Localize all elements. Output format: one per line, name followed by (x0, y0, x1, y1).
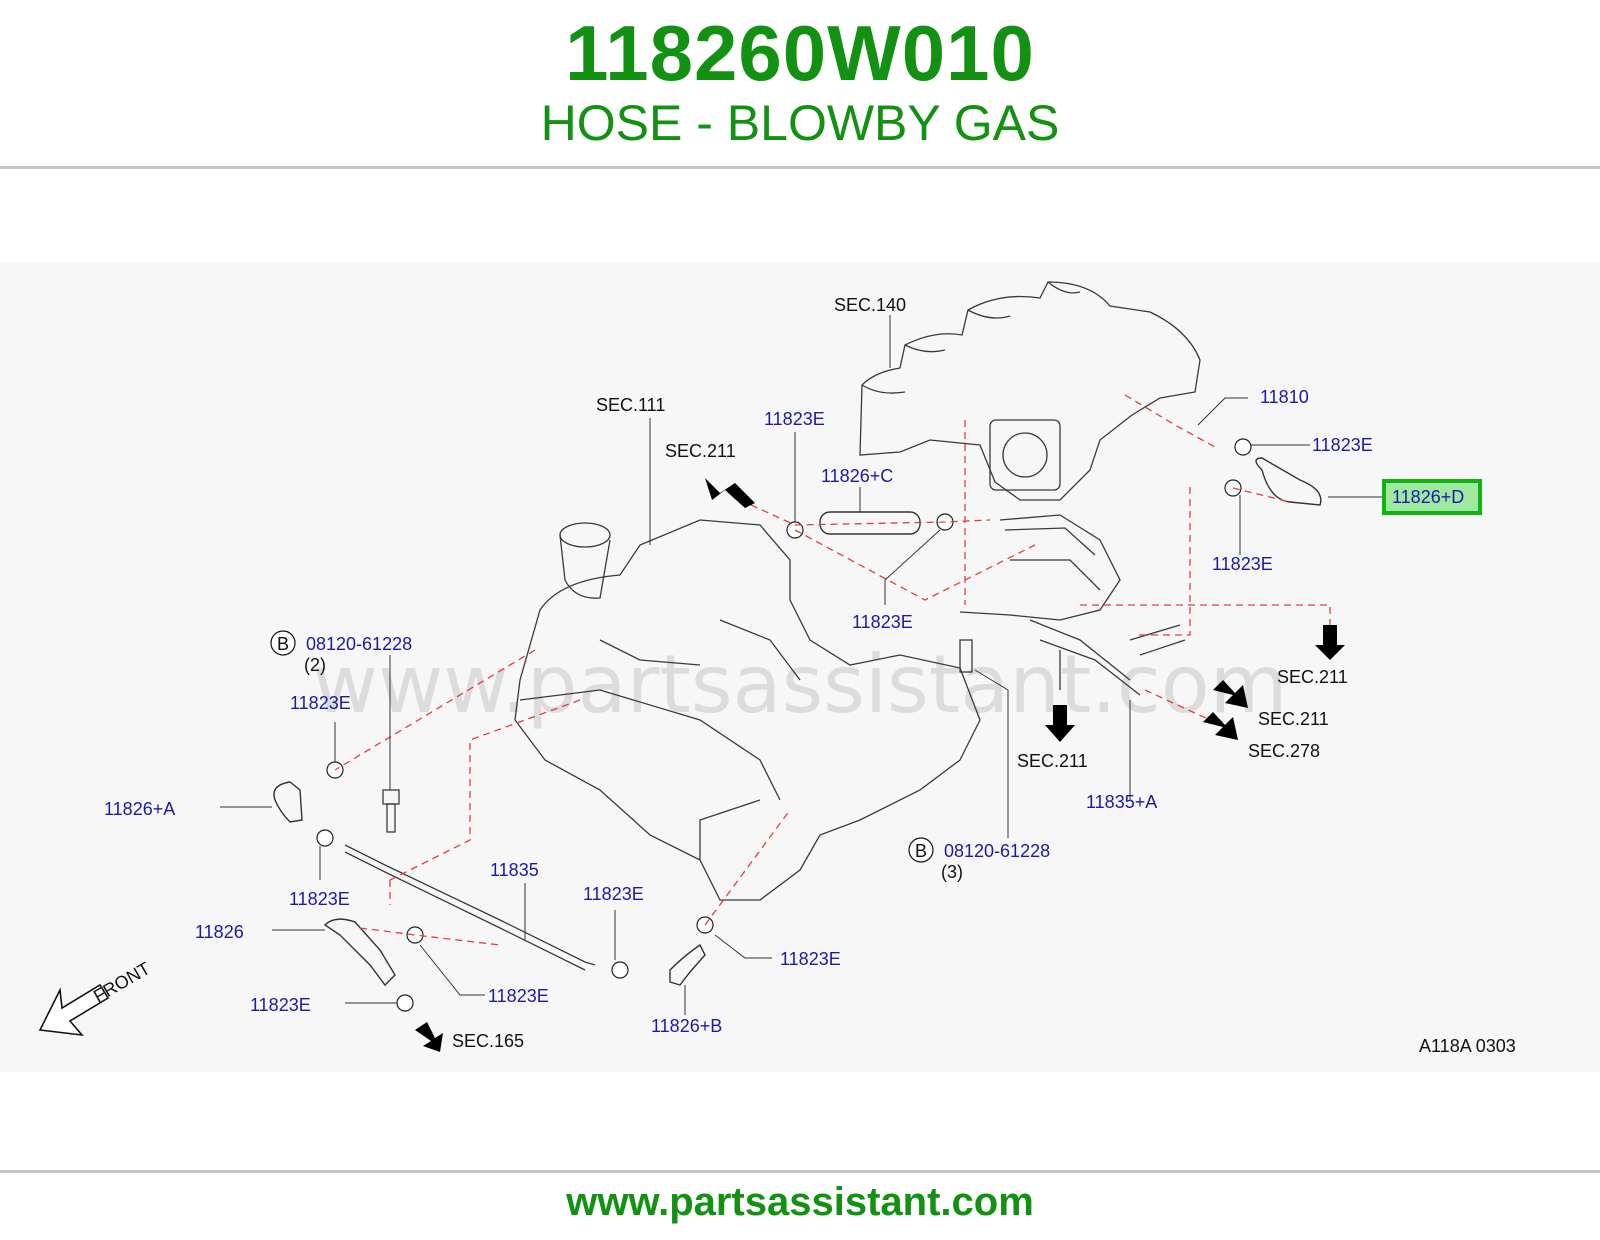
diagram-code: A118A 0303 (1419, 1036, 1516, 1056)
bolt-symbol-right-icon (908, 837, 934, 863)
pcv-pipe-branch (1129, 624, 1186, 656)
bottom-divider (0, 1170, 1600, 1173)
bolt-left-head (382, 789, 400, 805)
clamp-icon (1234, 438, 1252, 456)
leader-line (1197, 397, 1248, 426)
highlight-box (1382, 479, 1482, 515)
label-11826a[interactable]: 11826+A (104, 799, 175, 819)
front-indicator: FRONT (38, 958, 154, 1037)
intake-manifold (859, 281, 1201, 501)
label-11823e-left-lower[interactable]: 11823E (289, 889, 350, 909)
direction-arrows (415, 478, 1345, 1052)
label-bolt-left-qty: (2) (304, 655, 326, 675)
label-sec278[interactable]: SEC.278 (1248, 741, 1320, 761)
label-11823e-top-right[interactable]: 11823E (1312, 435, 1373, 455)
clamp-icon (316, 829, 334, 847)
dashed-line (1080, 604, 1331, 625)
manifold-runners (861, 281, 1081, 394)
label-sec211-right1[interactable]: SEC.211 (1277, 667, 1348, 687)
pcv-bracket (959, 514, 1121, 621)
label-11823e-bottom-left[interactable]: 11823E (250, 995, 311, 1015)
leader-line (419, 944, 485, 996)
arrow-sec211-top-icon (705, 478, 755, 508)
label-11835[interactable]: 11835 (490, 860, 539, 880)
dashed-line (1135, 487, 1191, 636)
dashed-line (1232, 487, 1291, 503)
pcv-bracket-detail (1004, 527, 1101, 591)
label-11823e-bottom-center[interactable]: 11823E (583, 884, 644, 904)
pipe-11835 (344, 844, 596, 971)
part-name-subtitle: HOSE - BLOWBY GAS (540, 95, 1060, 151)
clamp-icon (396, 994, 414, 1012)
label-bolt-right-qty: (3) (941, 862, 963, 882)
clamp-icon (611, 961, 629, 979)
watermark-text: www.partsassistant.com (312, 638, 1287, 731)
label-sec211-top[interactable]: SEC.211 (665, 441, 736, 461)
hoses (273, 457, 1322, 987)
label-sec211-right2[interactable]: SEC.211 (1258, 709, 1329, 729)
label-11810[interactable]: 11810 (1260, 387, 1309, 407)
label-11826c[interactable]: 11826+C (821, 466, 893, 486)
dashed-line (739, 499, 991, 526)
label-bolt-left-code[interactable]: 08120-61228 (306, 634, 412, 654)
label-11823e-left-upper[interactable]: 11823E (290, 693, 351, 713)
label-11823e-right-mid[interactable]: 11823E (1212, 554, 1273, 574)
front-label: FRONT (90, 958, 154, 1006)
arrow-sec211-right2-icon (1213, 680, 1248, 708)
arrow-sec211-right1-icon (1315, 625, 1345, 660)
arrow-sec211-bottom-icon (1045, 705, 1075, 742)
head-details (599, 619, 801, 681)
label-11823e-center[interactable]: 11823E (852, 612, 913, 632)
dashed-line (704, 809, 791, 926)
leader-line (884, 529, 941, 605)
label-11826d[interactable]: 11826+D (1392, 487, 1464, 507)
bolt-symbol-left-icon (270, 630, 296, 656)
label-11823e-top-center[interactable]: 11823E (764, 409, 825, 429)
throttle-body (989, 419, 1061, 491)
hose-11826-a (273, 781, 303, 823)
bolt-left-symbol: B (277, 634, 289, 654)
dashed-line (359, 880, 501, 946)
bolt-right-symbol: B (915, 841, 927, 861)
label-11835a[interactable]: 11835+A (1086, 792, 1157, 812)
block-details (519, 689, 781, 860)
arrow-sec165-icon (415, 1022, 443, 1052)
dashed-line (1124, 394, 1216, 448)
page-header: 118260W010 HOSE - BLOWBY GAS (0, 0, 1600, 168)
part-labels: SEC.140 SEC.111 SEC.211 11810 11823E 118… (104, 295, 1516, 1056)
diagram-panel (0, 262, 1600, 1072)
hose-11826-b (669, 943, 706, 986)
bolt-right (959, 639, 973, 673)
leader-line (714, 934, 772, 959)
label-sec140[interactable]: SEC.140 (834, 295, 906, 315)
arrow-sec278-icon (1203, 712, 1238, 740)
connection-lines (334, 394, 1331, 946)
hose-11826-d (1255, 457, 1322, 506)
dashed-line (794, 529, 1036, 601)
label-11826[interactable]: 11826 (195, 922, 244, 942)
hose-11826 (323, 918, 396, 987)
oil-filler-neck (559, 534, 611, 599)
bolt-left-shank (386, 803, 396, 833)
oil-filler-cap (559, 522, 611, 548)
throttle-bore (1002, 432, 1048, 478)
clamp-icon (406, 926, 424, 944)
top-divider (0, 166, 1600, 169)
pcv-pipe (1029, 619, 1141, 696)
label-sec111[interactable]: SEC.111 (596, 395, 665, 415)
part-number-title: 118260W010 (565, 9, 1035, 97)
label-11823e-bottom-right[interactable]: 11823E (780, 949, 841, 969)
footer-url-link[interactable]: www.partsassistant.com (566, 1180, 1034, 1224)
leader-line (974, 669, 1009, 838)
dashed-line (334, 649, 536, 771)
label-sec165[interactable]: SEC.165 (452, 1031, 524, 1051)
label-sec211-bottom[interactable]: SEC.211 (1017, 751, 1088, 771)
label-11823e-bottom-mid[interactable]: 11823E (488, 986, 549, 1006)
label-11826b[interactable]: 11826+B (651, 1016, 722, 1036)
leader-lines (220, 315, 1383, 1015)
label-bolt-right-code[interactable]: 08120-61228 (944, 841, 1050, 861)
front-arrow-icon (38, 983, 110, 1037)
engine-outline (344, 281, 1201, 971)
